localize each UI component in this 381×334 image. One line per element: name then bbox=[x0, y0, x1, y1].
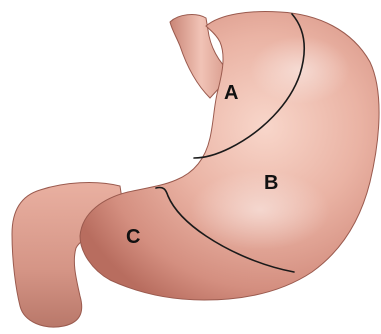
region-label-b: B bbox=[264, 172, 278, 194]
highlight-fundus bbox=[250, 36, 350, 104]
highlight-body bbox=[190, 170, 330, 250]
region-label-a: A bbox=[224, 82, 238, 104]
region-label-c: C bbox=[126, 226, 140, 248]
